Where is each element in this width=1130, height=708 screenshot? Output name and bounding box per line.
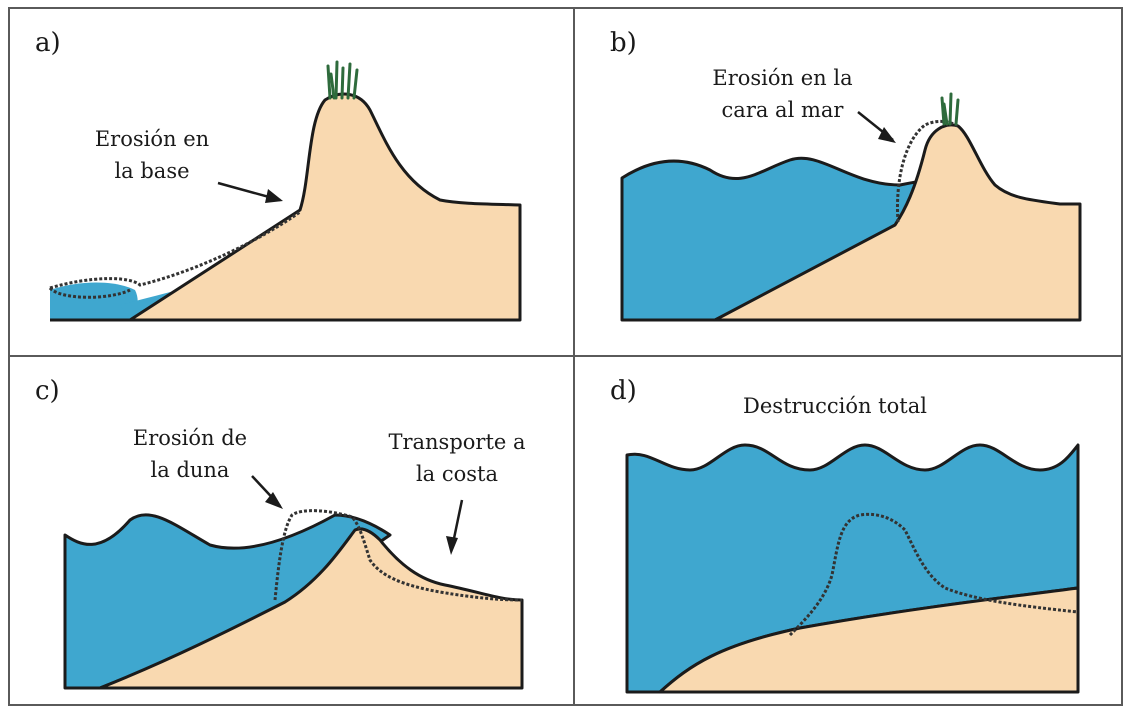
- panel-a-sea: [50, 282, 138, 320]
- panel-a-dune: [128, 92, 522, 322]
- panel-a-dashed-original: [49, 210, 301, 290]
- panel-c-sea: [63, 513, 392, 690]
- panel-a-sea-wedge: [120, 210, 305, 320]
- panel-d-dashed-original: [788, 512, 1079, 637]
- panel-d-letter: d): [610, 376, 637, 406]
- panel-b-annotation-erosion-seaward-face: Erosión en la cara al mar: [712, 66, 853, 122]
- panel-a-dashed-lens: [48, 286, 131, 299]
- panel-c-annotation-dune-erosion: Erosión de la duna: [132, 426, 248, 482]
- frame-horizontal-divider: [8, 355, 1123, 357]
- panel-a-drawing: [48, 60, 522, 322]
- panel-b-dune: [713, 123, 1082, 322]
- panel-d-sand: [658, 586, 1080, 694]
- frame-bottom: [8, 704, 1123, 706]
- panel-c-annotation-transport-coast: Transporte a la costa: [388, 430, 526, 486]
- panel-d-drawing: [625, 443, 1080, 694]
- panel-b-grass-icon: [940, 92, 960, 126]
- panel-a-annotation-erosion-base: Erosión en la base: [94, 127, 210, 183]
- frame-top: [8, 7, 1123, 9]
- panel-c-drawing: [63, 475, 524, 690]
- panel-c-dashed-original: [273, 509, 523, 602]
- panel-c-arrowhead-1: [265, 492, 283, 509]
- panel-c-arrowhead-2: [446, 536, 458, 555]
- panel-a-grass-icon: [326, 60, 359, 100]
- panel-b-drawing: [620, 92, 1082, 322]
- panel-b-letter: b): [610, 28, 637, 58]
- panel-a-letter: a): [35, 28, 61, 58]
- panel-d-annotation-total-destruction: Destrucción total: [743, 394, 927, 418]
- panel-a-arrowhead: [265, 189, 283, 203]
- panel-c-letter: c): [35, 376, 60, 406]
- panel-b-arrowhead: [878, 127, 896, 143]
